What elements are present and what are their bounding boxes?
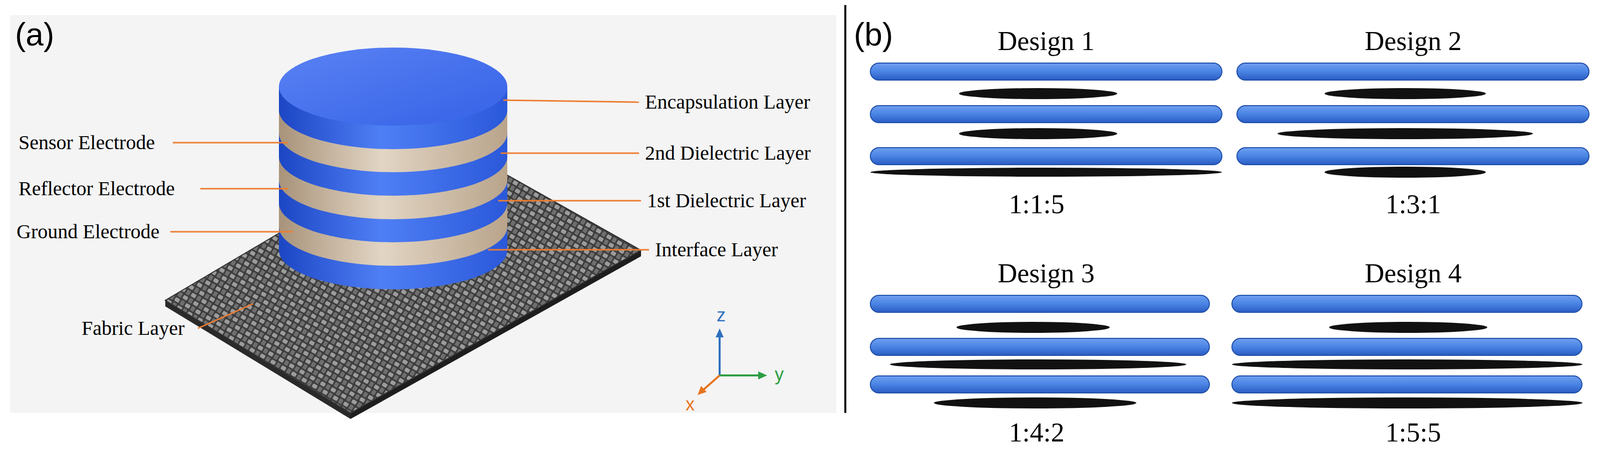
dielectric-disk <box>870 376 1210 394</box>
electrode <box>1324 88 1486 100</box>
dielectric-disk <box>870 147 1222 165</box>
part-label: Interface Layer <box>655 238 778 262</box>
design-stack <box>1231 295 1583 409</box>
dielectric-disk <box>1236 63 1589 81</box>
electrode <box>1231 359 1583 370</box>
dielectric-disk <box>1231 295 1582 313</box>
y-axis <box>719 374 761 377</box>
design-title: Design 2 <box>1364 25 1462 57</box>
dielectric-disk <box>870 295 1210 313</box>
leader-lines <box>170 100 650 329</box>
electrode <box>1231 397 1583 409</box>
panel-label: (b) <box>853 16 893 54</box>
electrode <box>870 167 1222 177</box>
dielectric-disk <box>870 63 1222 81</box>
axis-triad <box>697 328 768 396</box>
encapsulation-top <box>278 47 508 126</box>
part-label: Encapsulation Layer <box>645 90 811 114</box>
sensor-stack <box>278 47 508 290</box>
ratio-label: 1:4:2 <box>1008 417 1065 449</box>
leader-line <box>498 200 642 202</box>
leader-line <box>197 303 253 329</box>
dielectric-disk <box>870 338 1210 356</box>
electrode <box>1329 322 1488 334</box>
axis-label: x <box>685 394 695 415</box>
dielectric-disk <box>1231 376 1582 394</box>
dielectric-disk <box>1231 338 1582 356</box>
arrow-head <box>758 371 768 380</box>
leader-line <box>503 100 639 103</box>
leader-line <box>200 188 288 190</box>
design-title: Design 4 <box>1364 257 1462 289</box>
ratio-label: 1:3:1 <box>1385 188 1441 220</box>
design-title: Design 3 <box>997 257 1095 289</box>
electrode <box>1324 166 1486 178</box>
dielectric-disk <box>870 105 1222 123</box>
design-stack <box>870 295 1210 409</box>
dielectric-disk <box>1236 105 1589 123</box>
panel-background <box>10 15 837 414</box>
x-axis <box>702 375 720 391</box>
design-stack <box>1236 63 1589 178</box>
leader-line <box>488 249 650 251</box>
part-label: 2nd Dielectric Layer <box>645 141 811 165</box>
electrode <box>933 397 1137 409</box>
electrode <box>956 322 1110 334</box>
z-axis <box>718 335 721 376</box>
leader-line <box>170 231 293 233</box>
panel-divider <box>844 5 847 414</box>
dielectric-disk <box>1236 147 1589 165</box>
part-label: Fabric Layer <box>81 316 185 341</box>
axis-label: y <box>774 364 784 385</box>
arrow-head <box>715 328 724 338</box>
part-label: 1st Dielectric Layer <box>647 189 807 213</box>
ratio-label: 1:5:5 <box>1385 417 1441 449</box>
design-stack <box>870 63 1222 177</box>
panel-label: (a) <box>15 16 55 54</box>
electrode <box>958 128 1118 140</box>
axis-label: z <box>716 304 726 326</box>
part-label: Sensor Electrode <box>18 131 155 155</box>
leader-line <box>500 152 639 155</box>
electrode <box>958 88 1118 100</box>
design-title: Design 1 <box>997 25 1095 57</box>
ratio-label: 1:1:5 <box>1008 188 1065 220</box>
part-label: Reflector Electrode <box>18 177 175 201</box>
leader-line <box>172 142 288 144</box>
electrode <box>1277 128 1533 140</box>
arrow-head <box>697 386 707 396</box>
electrode <box>889 359 1187 370</box>
part-label: Ground Electrode <box>16 220 160 244</box>
